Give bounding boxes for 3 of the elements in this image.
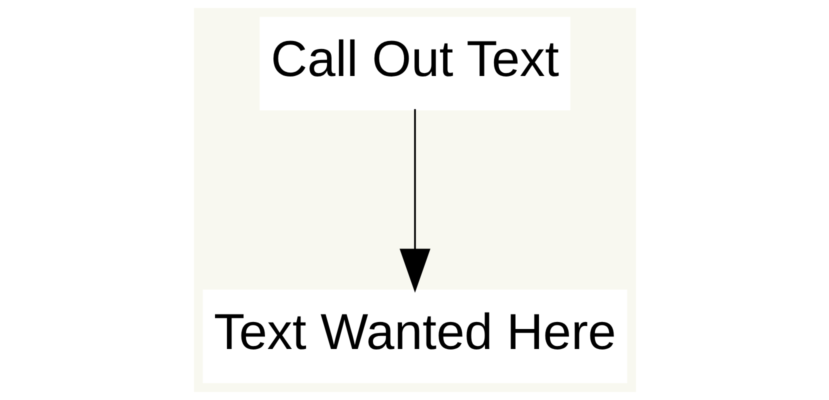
node-box: Call Out Text bbox=[259, 16, 570, 110]
arrow bbox=[399, 109, 430, 293]
node-box: Text Wanted Here bbox=[202, 290, 627, 384]
